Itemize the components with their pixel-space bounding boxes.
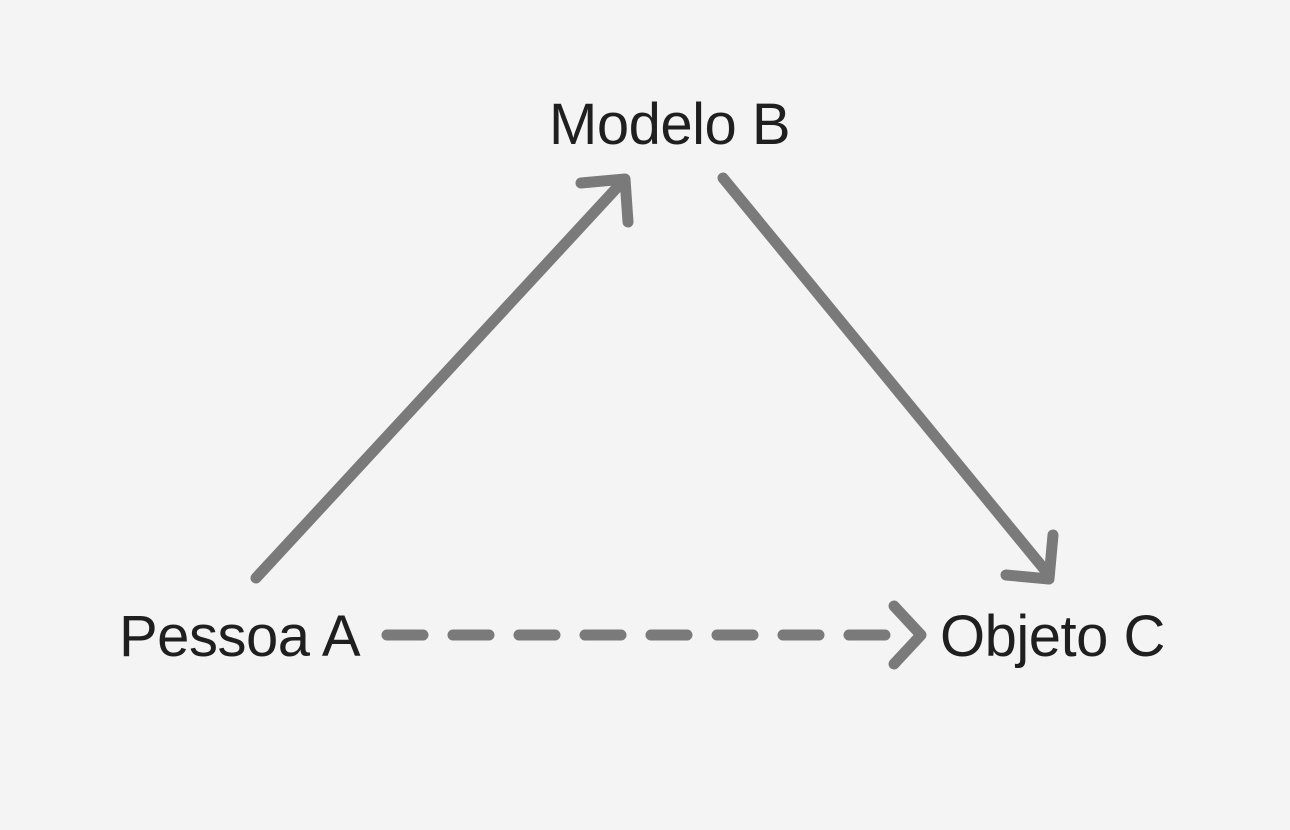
node-label-modelo-b: Modelo B <box>549 92 791 157</box>
arrow-b-to-c <box>717 172 1059 585</box>
arrow-a-to-c-dashed <box>381 600 927 670</box>
node-label-objeto-c: Objeto C <box>940 604 1165 669</box>
arrow-a-to-b <box>250 173 634 584</box>
node-label-pessoa-a: Pessoa A <box>119 604 361 669</box>
